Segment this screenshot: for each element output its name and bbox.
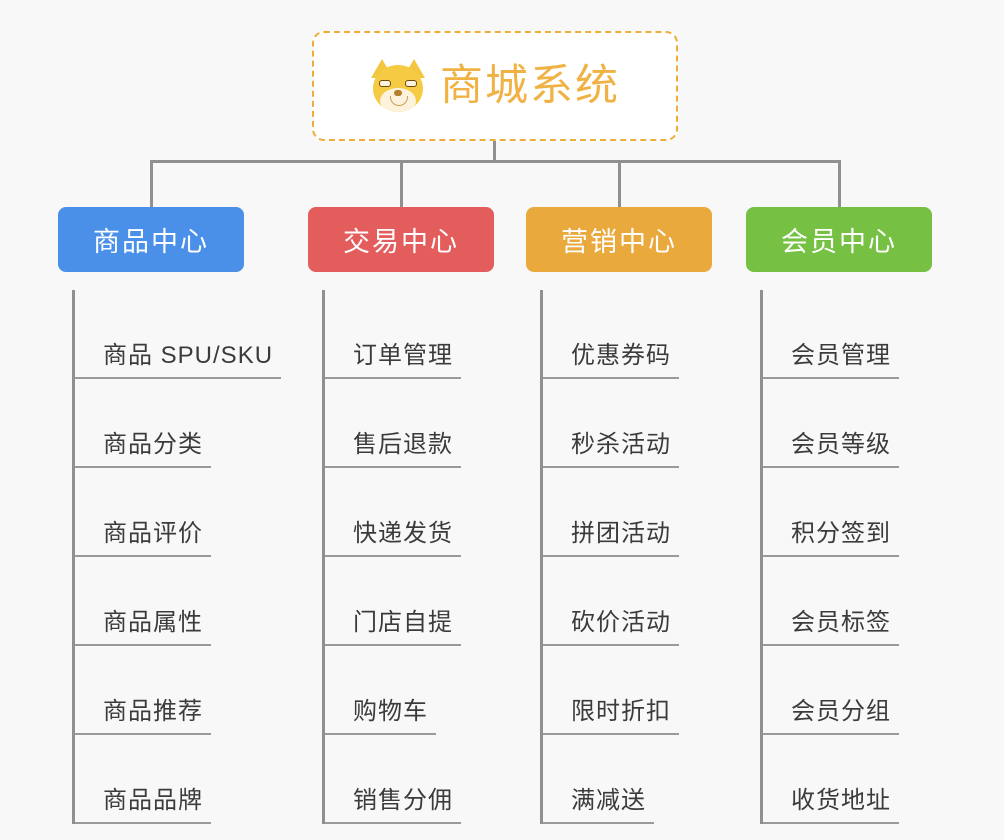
connector-bus-bar [150, 160, 840, 163]
leaf-item-label: 快递发货 [325, 513, 461, 557]
root-node[interactable]: 商城系统 [312, 31, 678, 141]
category-header-3[interactable]: 营销中心 [526, 207, 712, 272]
leaf-item-label: 收货地址 [763, 780, 899, 824]
leaf-item[interactable]: 会员管理 [763, 290, 932, 379]
leaf-item[interactable]: 优惠券码 [543, 290, 712, 379]
leaf-item[interactable]: 订单管理 [325, 290, 494, 379]
leaf-item-label: 购物车 [325, 691, 436, 735]
leaf-item[interactable]: 积分签到 [763, 468, 932, 557]
leaf-item[interactable]: 商品推荐 [75, 646, 244, 735]
leaf-item[interactable]: 会员标签 [763, 557, 932, 646]
leaf-item[interactable]: 商品品牌 [75, 735, 244, 824]
category-header-2[interactable]: 交易中心 [308, 207, 494, 272]
leaf-item-label: 满减送 [543, 780, 654, 824]
leaf-item-label: 商品推荐 [75, 691, 211, 735]
leaf-item-label: 商品品牌 [75, 780, 211, 824]
leaf-item-label: 售后退款 [325, 424, 461, 468]
leaf-item-label: 限时折扣 [543, 691, 679, 735]
leaf-item[interactable]: 收货地址 [763, 735, 932, 824]
leaf-item[interactable]: 限时折扣 [543, 646, 712, 735]
leaf-item-label: 会员标签 [763, 602, 899, 646]
leaf-list: 商品 SPU/SKU 商品分类商品评价商品属性商品推荐商品品牌 [72, 290, 282, 824]
leaf-item[interactable]: 商品评价 [75, 468, 244, 557]
branch-column: 营销中心优惠券码秒杀活动拼团活动砍价活动限时折扣满减送 [526, 207, 712, 824]
leaf-item-label: 拼团活动 [543, 513, 679, 557]
leaf-item[interactable]: 商品分类 [75, 379, 244, 468]
category-header-1[interactable]: 商品中心 [58, 207, 244, 272]
connector-drop-2 [400, 160, 403, 208]
connector-drop-1 [150, 160, 153, 208]
leaf-item-label: 销售分佣 [325, 780, 461, 824]
leaf-item[interactable]: 会员等级 [763, 379, 932, 468]
leaf-item[interactable]: 销售分佣 [325, 735, 494, 824]
leaf-item-label: 订单管理 [325, 335, 461, 379]
branch-column: 交易中心订单管理售后退款快递发货门店自提购物车销售分佣 [308, 207, 494, 824]
leaf-item-label: 秒杀活动 [543, 424, 679, 468]
leaf-item[interactable]: 满减送 [543, 735, 712, 824]
leaf-item-label: 积分签到 [763, 513, 899, 557]
leaf-item-label: 会员分组 [763, 691, 899, 735]
leaf-item-label: 会员等级 [763, 424, 899, 468]
leaf-item[interactable]: 拼团活动 [543, 468, 712, 557]
leaf-item[interactable]: 快递发货 [325, 468, 494, 557]
category-header-4[interactable]: 会员中心 [746, 207, 932, 272]
connector-root-stub [493, 141, 496, 163]
shiba-dog-face-icon [370, 59, 426, 113]
leaf-item[interactable]: 商品 SPU/SKU [75, 290, 282, 379]
leaf-item[interactable]: 门店自提 [325, 557, 494, 646]
leaf-item[interactable]: 砍价活动 [543, 557, 712, 646]
connector-drop-4 [838, 160, 841, 208]
leaf-list: 会员管理会员等级积分签到会员标签会员分组收货地址 [760, 290, 932, 824]
leaf-item-label: 门店自提 [325, 602, 461, 646]
leaf-list: 订单管理售后退款快递发货门店自提购物车销售分佣 [322, 290, 494, 824]
leaf-item-label: 会员管理 [763, 335, 899, 379]
leaf-item-label: 商品分类 [75, 424, 211, 468]
leaf-item[interactable]: 购物车 [325, 646, 494, 735]
leaf-item-label: 商品属性 [75, 602, 211, 646]
leaf-item-label: 商品 SPU/SKU [75, 335, 282, 379]
leaf-item[interactable]: 会员分组 [763, 646, 932, 735]
leaf-item[interactable]: 售后退款 [325, 379, 494, 468]
leaf-item-label: 商品评价 [75, 513, 211, 557]
root-node-label: 商城系统 [440, 61, 620, 110]
leaf-list: 优惠券码秒杀活动拼团活动砍价活动限时折扣满减送 [540, 290, 712, 824]
leaf-item[interactable]: 商品属性 [75, 557, 244, 646]
leaf-item-label: 砍价活动 [543, 602, 679, 646]
branch-column: 会员中心会员管理会员等级积分签到会员标签会员分组收货地址 [746, 207, 932, 824]
leaf-item[interactable]: 秒杀活动 [543, 379, 712, 468]
connector-drop-3 [618, 160, 621, 208]
branch-column: 商品中心商品 SPU/SKU 商品分类商品评价商品属性商品推荐商品品牌 [58, 207, 282, 824]
leaf-item-label: 优惠券码 [543, 335, 679, 379]
